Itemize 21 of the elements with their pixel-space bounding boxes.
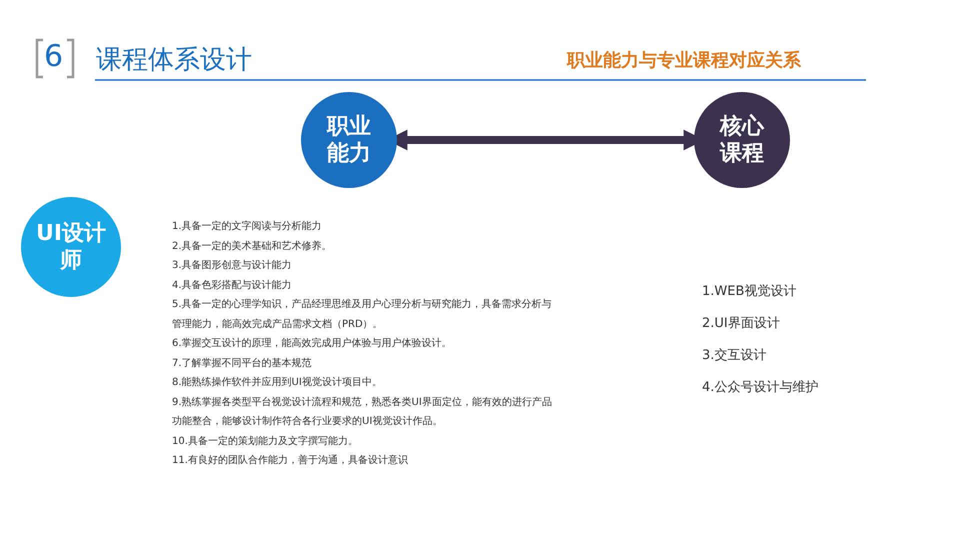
subtitle: 职业能力与专业课程对应关系 — [567, 49, 801, 72]
course-item: 3.交互设计 — [702, 347, 768, 365]
ability-item: 7.了解掌握不同平台的基本规范 — [172, 356, 313, 370]
ability-item: 2.具备一定的美术基础和艺术修养。 — [172, 240, 333, 254]
node-label: 职业能力 — [326, 112, 372, 168]
course-item: 1.WEB视觉设计 — [702, 283, 798, 301]
course-item: 2.UI界面设计 — [702, 315, 781, 333]
ability-item: 4.具备色彩搭配与设计能力 — [172, 278, 293, 292]
ability-item: 1.具备一定的文字阅读与分析能力 — [172, 220, 323, 234]
ability-item: 6.掌握交互设计的原理，能高效完成用户体验与用户体验设计。 — [172, 336, 453, 351]
section-number: 6 — [44, 39, 64, 74]
ability-item: 11.有良好的团队合作能力，善于沟通，具备设计意识 — [172, 454, 409, 468]
ability-item: 9.熟练掌握各类型平台视觉设计流程和规范，熟悉各类UI界面定位，能有效的进行产品功能整合，能够设计制作符合各行业要求的UI视觉设计作品。 — [172, 396, 553, 429]
node-label: 核心课程 — [718, 112, 766, 168]
slide-title: 课程体系设计 — [96, 44, 252, 77]
node-label: UI设计师 — [34, 220, 108, 274]
course-item: 4.公众号设计与维护 — [702, 379, 820, 397]
ability-item: 8.能熟练操作软件并应用到UI视觉设计项目中。 — [172, 376, 383, 390]
ability-item: 5.具备一定的心理学知识，产品经理思维及用户心理分析与研究能力，具备需求分析与管理能力，能高效完成产品需求文档（PRD）。 — [172, 298, 553, 332]
ability-item: 3.具备图形创意与设计能力 — [172, 258, 293, 273]
ability-item: 10.具备一定的策划能力及文字撰写能力。 — [172, 434, 359, 448]
